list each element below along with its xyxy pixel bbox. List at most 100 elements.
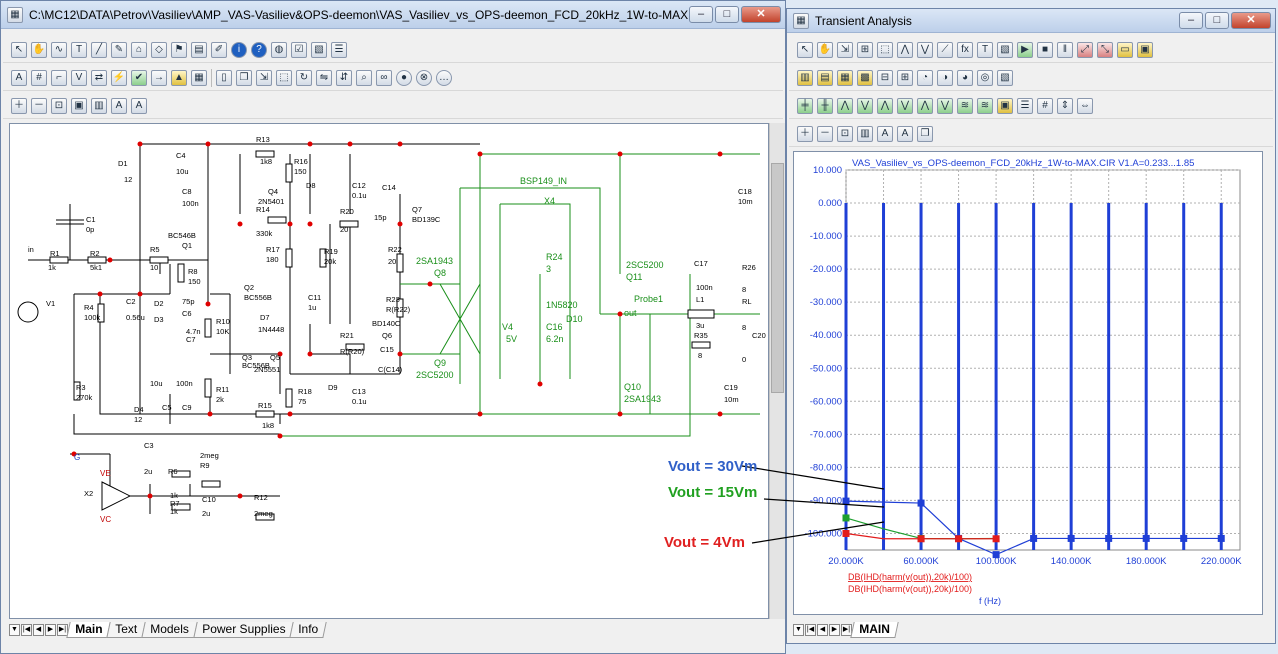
arrow-right-icon[interactable]: →: [151, 69, 167, 86]
flag-icon[interactable]: ⚑: [171, 41, 187, 58]
wave7-icon[interactable]: ⋀: [917, 97, 933, 114]
zoom-fit-icon[interactable]: ⊡: [51, 97, 67, 114]
next-page-icon[interactable]: ▶: [45, 624, 56, 636]
analysis-minimize-button[interactable]: –: [1179, 12, 1203, 29]
node-numbers-icon[interactable]: #: [31, 69, 47, 86]
meter2-icon[interactable]: ◑: [937, 69, 953, 86]
wave1-icon[interactable]: ╪: [797, 97, 813, 114]
cursor-icon[interactable]: ⤢: [1077, 41, 1093, 58]
meter-icon[interactable]: ◔: [917, 69, 933, 86]
pencil-icon[interactable]: ✐: [211, 41, 227, 58]
wave9-icon[interactable]: ≋: [957, 97, 973, 114]
meter3-icon[interactable]: ◕: [957, 69, 973, 86]
analysis-zoom-fit-icon[interactable]: ⊡: [837, 125, 853, 142]
hand-icon[interactable]: ✋: [817, 41, 833, 58]
tab-power-supplies[interactable]: Power Supplies: [193, 622, 295, 638]
voltage-icon[interactable]: V: [71, 69, 87, 86]
analysis-next-page-icon[interactable]: ▶: [829, 624, 840, 636]
analysis-first-page-icon[interactable]: |◀: [805, 624, 816, 636]
grid-tool-icon[interactable]: ▤: [191, 41, 207, 58]
page-icon[interactable]: ▯: [216, 69, 232, 86]
maximize-button[interactable]: □: [715, 6, 739, 23]
plot-layout4-icon[interactable]: ▩: [857, 69, 873, 86]
schematic-titlebar[interactable]: ▦ C:\MC12\DATA\Petrov\Vasiliev\AMP_VAS-V…: [1, 1, 785, 29]
scroll-thumb[interactable]: [771, 163, 784, 393]
attribute-text-icon[interactable]: A: [11, 69, 27, 86]
plot-layout3-icon[interactable]: ▦: [837, 69, 853, 86]
copy2-icon[interactable]: ❐: [917, 125, 933, 142]
layout-dropdown-icon[interactable]: ▥: [857, 125, 873, 142]
first-page-icon[interactable]: |◀: [21, 624, 32, 636]
wire-icon[interactable]: ∿: [51, 41, 67, 58]
fit2-icon[interactable]: ⇔: [1077, 97, 1093, 114]
analysis-titlebar[interactable]: ▦ Transient Analysis – □ ✕: [787, 9, 1275, 33]
properties-icon[interactable]: ▧: [311, 41, 327, 58]
tab-models[interactable]: Models: [141, 622, 198, 638]
layout-icon[interactable]: ▥: [91, 97, 107, 114]
run-icon[interactable]: ▶: [1017, 41, 1033, 58]
wave8-icon[interactable]: ⋁: [937, 97, 953, 114]
select-icon[interactable]: ↖: [797, 41, 813, 58]
analysis-vertical-scrollbar[interactable]: [1265, 151, 1273, 615]
fx-icon[interactable]: fx: [957, 41, 973, 58]
analysis-zoom-in-icon[interactable]: ＋: [797, 125, 813, 142]
more-icon[interactable]: …: [436, 69, 452, 86]
analysis-first-tab-icon[interactable]: ▼: [793, 624, 804, 636]
frame-icon[interactable]: ▭: [1117, 41, 1133, 58]
text-tool-icon[interactable]: T: [71, 41, 87, 58]
first-tab-icon[interactable]: ▼: [9, 624, 20, 636]
table-icon[interactable]: ☰: [1017, 97, 1033, 114]
minimize-button[interactable]: –: [689, 6, 713, 23]
copy-icon[interactable]: ❐: [236, 69, 252, 86]
stop-icon[interactable]: ●: [396, 69, 412, 86]
tab-text[interactable]: Text: [106, 622, 147, 638]
properties-icon[interactable]: ▧: [997, 41, 1013, 58]
shapes-icon[interactable]: ◇: [151, 41, 167, 58]
plot-layout2-icon[interactable]: ▤: [817, 69, 833, 86]
binoculars-icon[interactable]: ∞: [376, 69, 392, 86]
grid-icon[interactable]: ▦: [191, 69, 207, 86]
line-tool-icon[interactable]: ╱: [91, 41, 107, 58]
cursor2-icon[interactable]: ⤡: [1097, 41, 1113, 58]
wave2-icon[interactable]: ╫: [817, 97, 833, 114]
analysis-zoom-out-icon[interactable]: －: [817, 125, 833, 142]
numbers-icon[interactable]: #: [1037, 97, 1053, 114]
zoom-out-icon[interactable]: －: [31, 97, 47, 114]
info-icon[interactable]: i: [231, 41, 247, 58]
component-icon[interactable]: ⌂: [131, 41, 147, 58]
snap-icon[interactable]: ▣: [71, 97, 87, 114]
analysis-close-button[interactable]: ✕: [1231, 12, 1271, 29]
analysis-font-icon[interactable]: A: [877, 125, 893, 142]
help-icon[interactable]: ?: [251, 41, 267, 58]
prev-page-icon[interactable]: ◀: [33, 624, 44, 636]
pen-tool-icon[interactable]: ✎: [111, 41, 127, 58]
list-icon[interactable]: ☰: [331, 41, 347, 58]
wave4-icon[interactable]: ⋁: [857, 97, 873, 114]
font-style-icon[interactable]: A: [131, 97, 147, 114]
checkbox-icon[interactable]: ☑: [291, 41, 307, 58]
fit-icon[interactable]: ⇕: [1057, 97, 1073, 114]
grid-toggle-icon[interactable]: ⊞: [897, 69, 913, 86]
close-button[interactable]: ✕: [741, 6, 781, 23]
tab-main[interactable]: Main: [66, 622, 112, 638]
mirror-icon[interactable]: ⇋: [316, 69, 332, 86]
palette-icon[interactable]: ▣: [997, 97, 1013, 114]
valley-icon[interactable]: ⋁: [917, 41, 933, 58]
check-icon[interactable]: ✔: [131, 69, 147, 86]
analysis-prev-page-icon[interactable]: ◀: [817, 624, 828, 636]
pan-hand-icon[interactable]: ✋: [31, 41, 47, 58]
probe-icon[interactable]: ⚡: [111, 69, 127, 86]
globe-icon[interactable]: ◍: [271, 41, 287, 58]
tab-info[interactable]: Info: [289, 622, 328, 638]
wave6-icon[interactable]: ⋁: [897, 97, 913, 114]
schematic-vertical-scrollbar[interactable]: [769, 123, 785, 619]
frame2-icon[interactable]: ▣: [1137, 41, 1153, 58]
zoom-box-icon[interactable]: ⬚: [877, 41, 893, 58]
wave3-icon[interactable]: ⋀: [837, 97, 853, 114]
wave10-icon[interactable]: ≋: [977, 97, 993, 114]
zoom-in-icon[interactable]: ＋: [11, 97, 27, 114]
box-select-icon[interactable]: ⬚: [276, 69, 292, 86]
plot-layout-icon[interactable]: ▥: [797, 69, 813, 86]
split-icon[interactable]: ⊟: [877, 69, 893, 86]
